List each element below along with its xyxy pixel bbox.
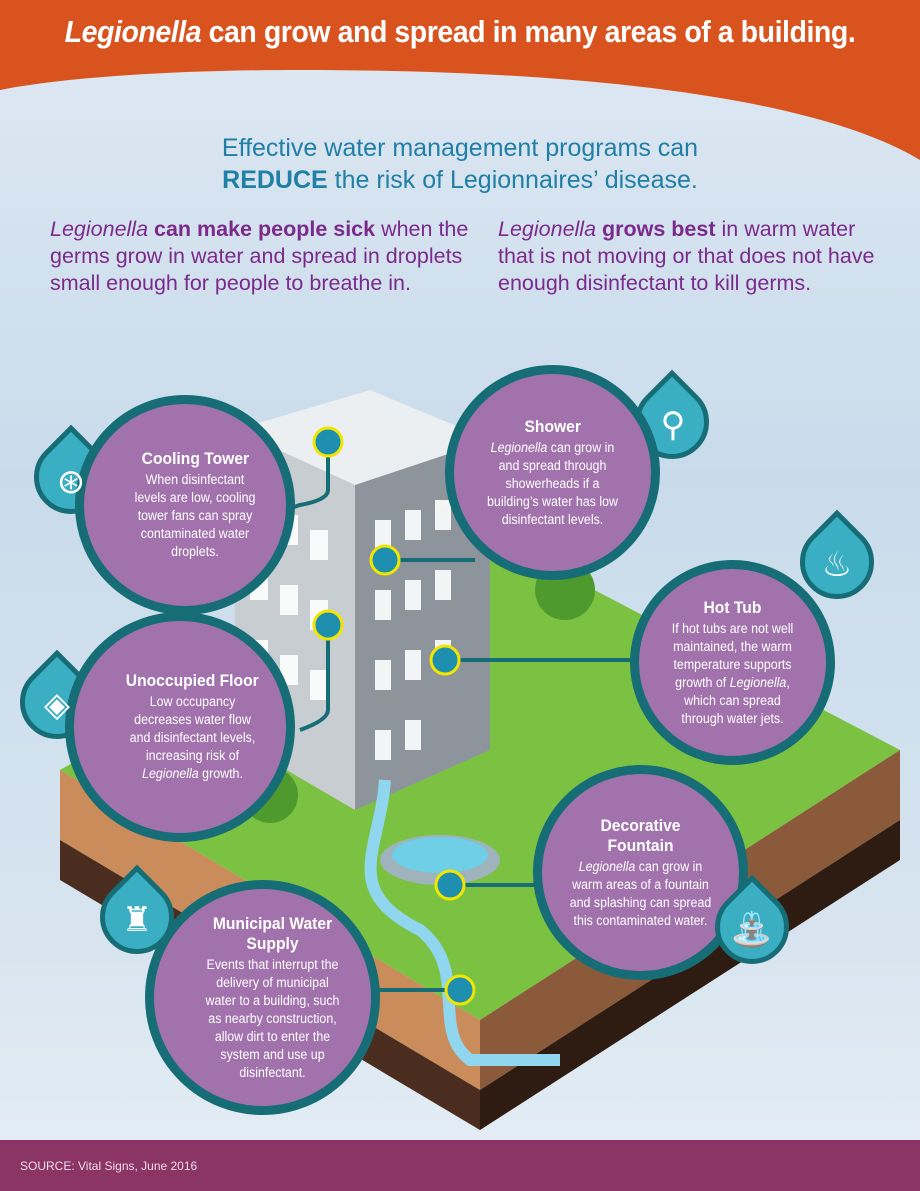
source-footer: SOURCE: Vital Signs, June 2016 bbox=[0, 1140, 920, 1191]
floor-tiles-icon: ◈ bbox=[43, 686, 71, 724]
water-tower-icon: ♜ bbox=[121, 901, 153, 939]
page-title: Legionella can grow and spread in many a… bbox=[64, 14, 856, 49]
showerhead-icon: ⚲ bbox=[660, 406, 686, 444]
source-text: SOURCE: Vital Signs, June 2016 bbox=[20, 1159, 198, 1173]
fan-icon: ⊛ bbox=[56, 463, 86, 501]
intro-right: Legionella grows best in warm water that… bbox=[498, 217, 875, 295]
hot-tub-icon: ♨ bbox=[821, 546, 853, 584]
fountain-icon: ⛲ bbox=[730, 911, 774, 949]
header-banner bbox=[0, 0, 920, 160]
intro-left: Legionella can make people sick when the… bbox=[50, 217, 469, 295]
